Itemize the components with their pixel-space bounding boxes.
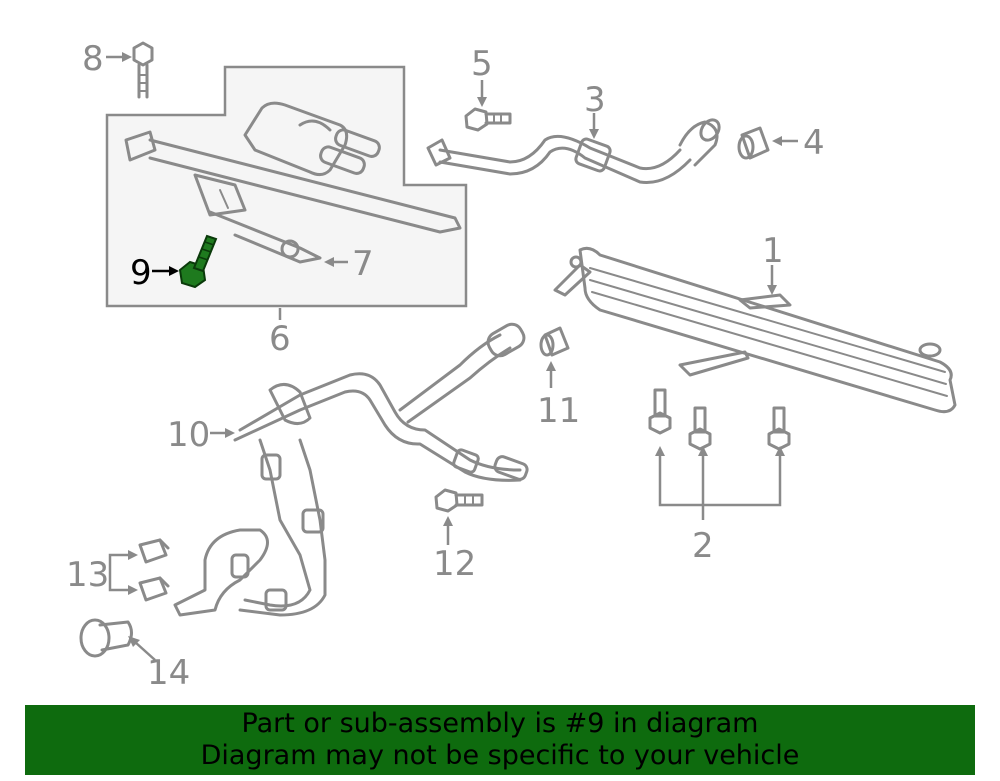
- banner-line-1: Part or sub-assembly is #9 in diagram: [241, 708, 759, 739]
- bolt-part-5: [464, 107, 512, 132]
- subassembly-panel: [105, 65, 468, 308]
- callout-10: 10: [167, 415, 210, 455]
- callout-3: 3: [584, 80, 606, 120]
- callout-1: 1: [762, 231, 784, 271]
- callout-8: 8: [82, 39, 104, 79]
- callout-14: 14: [147, 653, 190, 693]
- bolt-part-8: [132, 41, 154, 99]
- highlighted-bolt-part-9: [178, 234, 218, 289]
- callout-13: 13: [66, 555, 109, 595]
- callout-5: 5: [471, 44, 493, 84]
- callout-7: 7: [352, 244, 374, 284]
- info-banner: Part or sub-assembly is #9 in diagram Di…: [25, 705, 975, 775]
- banner-line-2: Diagram may not be specific to your vehi…: [200, 740, 800, 771]
- callout-2: 2: [692, 526, 714, 566]
- hose-assembly-part-10: [173, 322, 529, 617]
- valve-assembly: [124, 101, 462, 264]
- fastener-part-14: [79, 618, 133, 658]
- clips-part-13: [138, 538, 170, 602]
- callout-4: 4: [803, 123, 825, 163]
- callout-6: 6: [269, 319, 291, 359]
- cooler-part-1: [553, 246, 957, 414]
- callout-arrows: [106, 52, 798, 661]
- bolt-part-12: [434, 488, 484, 513]
- grommet-part-4: [737, 126, 770, 160]
- grommet-part-11: [539, 326, 570, 357]
- callout-11: 11: [537, 391, 580, 431]
- callout-9: 9: [130, 253, 152, 293]
- tube-part-3: [426, 118, 721, 185]
- bolts-part-2: [648, 388, 791, 520]
- callout-12: 12: [433, 544, 476, 584]
